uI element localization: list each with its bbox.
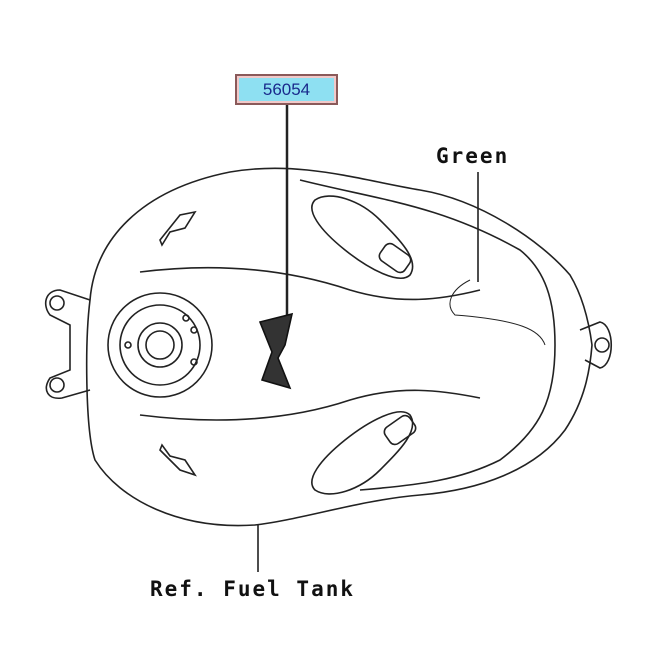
reference-label: Ref. Fuel Tank <box>150 577 356 601</box>
fuel-cap <box>107 292 213 398</box>
z-emblem <box>258 312 294 390</box>
color-label: Green <box>436 144 510 168</box>
tank-outline <box>44 167 612 527</box>
part-number-button[interactable]: 56054 <box>235 74 338 105</box>
